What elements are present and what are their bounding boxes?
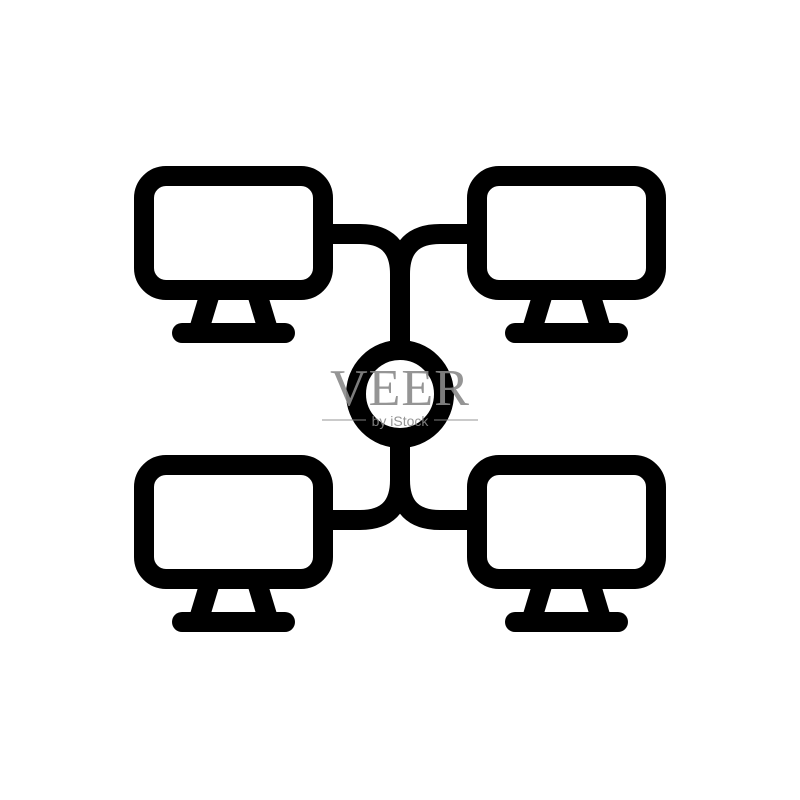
monitor-screen: [467, 455, 666, 589]
network-connector-lines: [321, 224, 479, 530]
watermark-subtitle: by iStock: [372, 413, 430, 429]
connector-bottom-right: [390, 470, 479, 530]
watermark-brand: VEER: [330, 360, 470, 417]
monitor-icon: [134, 455, 333, 632]
connector-bottom-left: [321, 428, 410, 530]
monitor-icon: [467, 166, 666, 343]
connector-top-right: [390, 224, 479, 284]
monitor-screen: [467, 166, 666, 300]
monitor-screen: [134, 455, 333, 589]
watermark: VEER by iStock: [322, 360, 478, 429]
network-hub-node: [346, 340, 454, 448]
monitor-icon: [467, 455, 666, 632]
monitor-group: [134, 166, 666, 632]
connector-top-left: [321, 224, 410, 360]
monitor-icon: [134, 166, 333, 343]
monitor-screen: [134, 166, 333, 300]
